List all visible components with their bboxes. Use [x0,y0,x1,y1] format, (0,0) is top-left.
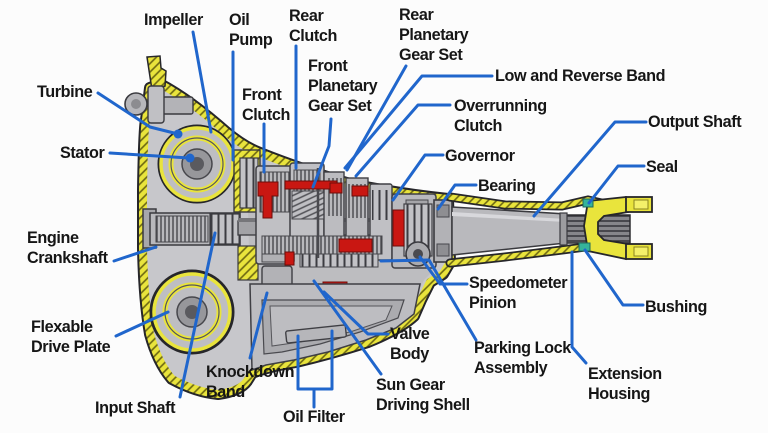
leader-seal [587,164,646,205]
leader-low-reverse-band [343,74,494,170]
leader-front-planetary [311,117,333,189]
label-low-reverse-band: Low and Reverse Band [495,67,666,85]
oil-filter-part [285,324,347,344]
label-speedometer-pinion: Speedometer Pinion [469,274,568,312]
torque-converter-top [157,124,237,204]
label-rear-planetary: Rear Planetary Gear Set [399,6,469,64]
label-flexable-drive-plate: Flexable Drive Plate [31,318,111,356]
leader-input-shaft [178,231,217,399]
torque-converter-bottom [149,269,235,355]
label-output-shaft: Output Shaft [648,113,742,131]
label-impeller: Impeller [144,11,203,29]
label-seal: Seal [646,158,678,176]
leader-turbine [96,91,180,136]
leader-extension-housing [570,250,588,365]
leader-dot [185,153,195,163]
label-turbine: Turbine [37,83,93,101]
label-rear-clutch: Rear Clutch [289,7,337,45]
leader-flexable-drive-plate [114,310,170,338]
leader-oil-filter [312,329,334,391]
label-overrunning-clutch: Overrunning Clutch [454,97,547,135]
output-shaft-part [451,206,631,256]
leader-dot [173,129,183,139]
label-bushing: Bushing [645,298,707,316]
leader-dots [173,129,195,163]
label-front-planetary: Front Planetary Gear Set [308,57,378,115]
leader-bushing [583,248,645,307]
label-bearing: Bearing [478,177,536,195]
front-pump-bolt [124,85,194,124]
label-oil-pump: Oil Pump [229,11,273,49]
label-parking-lock: Parking Lock Assembly [474,339,571,377]
input-shaft-part [142,208,241,249]
label-front-clutch: Front Clutch [242,86,290,124]
leader-valve-body [322,290,390,336]
label-sun-gear-shell: Sun Gear Driving Shell [376,376,470,414]
leader-output-shaft [532,120,648,218]
label-engine-crankshaft: Engine Crankshaft [27,229,108,267]
leader-impeller [191,30,213,134]
label-governor: Governor [445,147,515,165]
leader-governor [391,153,445,202]
leader-knockdown-band [248,291,269,360]
leader-speedometer-pinion [418,255,469,286]
leader-engine-crankshaft [112,245,158,263]
label-oil-filter: Oil Filter [283,408,345,426]
label-stator: Stator [60,144,105,162]
leader-parking-lock [379,258,478,342]
speedometer-pinion-part [405,241,431,267]
leader-oil-filter [296,334,316,409]
label-knockdown-band: Knockdown Band [206,363,295,401]
leader-sun-gear-shell [312,279,383,376]
leader-bearing [436,183,478,211]
label-valve-body: Valve Body [390,325,430,363]
leader-lines [96,30,648,409]
label-extension-housing: Extension Housing [588,365,662,403]
leader-overrunning-clutch [354,103,452,178]
label-input-shaft: Input Shaft [95,399,176,417]
leader-stator [108,151,191,160]
